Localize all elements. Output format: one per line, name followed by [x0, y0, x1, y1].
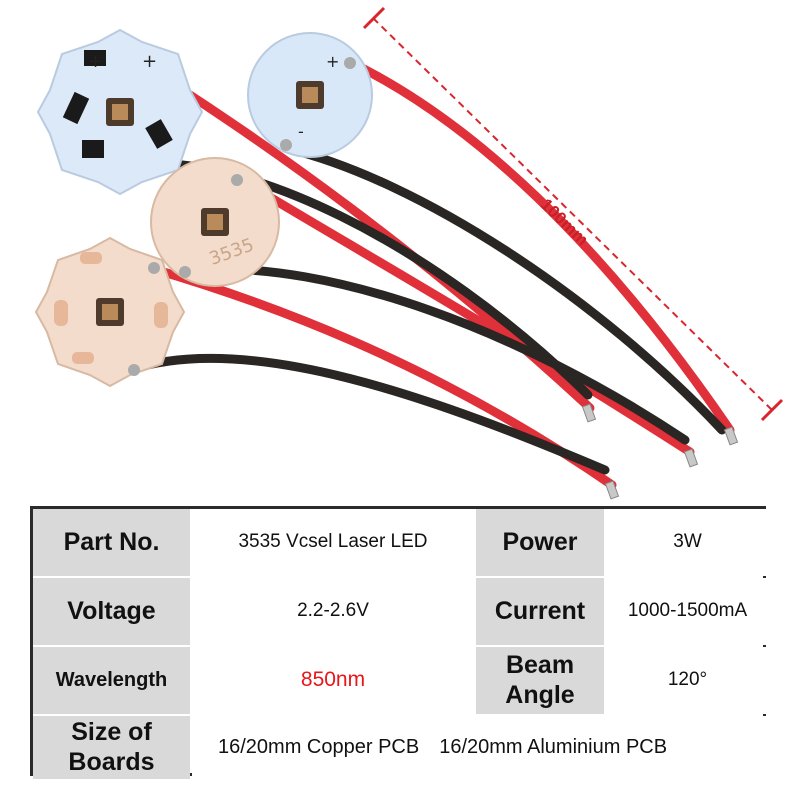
dimension-label: 100mm	[537, 195, 592, 249]
red-wire-2	[345, 57, 735, 435]
beam-angle-value: 120°	[606, 647, 769, 714]
boards-label-line1: Size of	[71, 718, 152, 746]
svg-text:+: +	[88, 51, 103, 72]
beam-angle-label-line2: Angle	[505, 680, 575, 709]
spec-table: Part No. 3535 Vcsel Laser LED Power 3W V…	[30, 506, 769, 779]
red-wire-3	[233, 173, 695, 457]
dimension-line: 100mm	[362, 6, 784, 422]
beam-angle-label-line1: Beam	[505, 651, 575, 679]
black-wire-2	[280, 143, 727, 435]
wavelength-label: Wavelength	[33, 647, 190, 714]
wire-tips	[581, 403, 739, 500]
part-no-label: Part No.	[33, 509, 190, 576]
power-label: Power	[476, 509, 604, 576]
voltage-label: Voltage	[33, 578, 190, 645]
minus-label: -	[298, 122, 304, 141]
wavelength-value: 850nm	[192, 647, 474, 714]
boards-value-copper: 16/20mm Copper PCB	[218, 735, 420, 758]
aluminium-round-board: + -	[247, 32, 373, 158]
svg-text:+: +	[142, 51, 157, 72]
boards-label-line2: Boards	[68, 747, 155, 776]
boards-value: 16/20mm Copper PCB 16/20mm Aluminium PCB	[192, 716, 769, 779]
current-label: Current	[476, 578, 604, 645]
beam-angle-label: Beam Angle	[476, 647, 604, 714]
boards-value-aluminium: 16/20mm Aluminium PCB	[439, 735, 668, 758]
voltage-value: 2.2-2.6V	[192, 578, 474, 645]
boards-label: Size of Boards	[33, 716, 190, 779]
black-wire-4	[125, 353, 610, 475]
aluminium-star-board: + +	[36, 28, 204, 196]
power-value: 3W	[606, 509, 769, 576]
red-wire-4	[145, 263, 617, 490]
part-no-value: 3535 Vcsel Laser LED	[192, 509, 474, 576]
copper-star-board	[34, 236, 186, 388]
plus-label: +	[326, 52, 339, 71]
current-value: 1000-1500mA	[606, 578, 769, 645]
product-photo: + + + - 3535 100mm	[34, 6, 784, 500]
copper-round-board: 3535	[150, 157, 280, 287]
